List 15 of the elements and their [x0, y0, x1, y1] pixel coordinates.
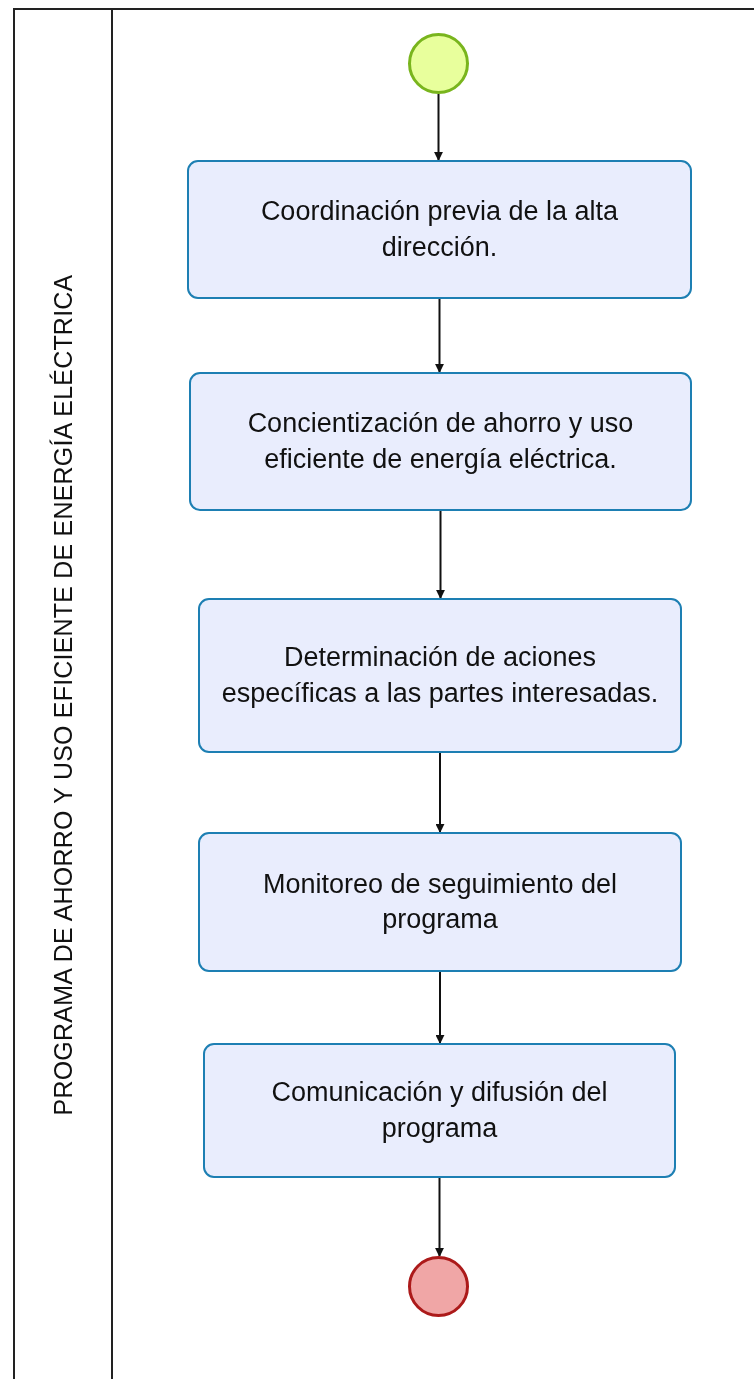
arrow	[435, 752, 445, 833]
process-box: Comunicación y difusión del programa	[203, 1043, 676, 1178]
arrow	[434, 93, 443, 161]
process-box: Monitoreo de seguimiento del programa	[198, 832, 682, 972]
arrow	[435, 298, 444, 373]
arrow	[436, 510, 445, 599]
arrow	[435, 1177, 444, 1257]
end-event-circle	[408, 1256, 469, 1317]
lane-title: PROGRAMA DE AHORRO Y USO EFICIENTE DE ENERGÍA ELÉCTRICA	[48, 273, 78, 1117]
start-event-circle	[408, 33, 469, 94]
arrow	[435, 971, 445, 1044]
swimlane-pool	[13, 8, 754, 1379]
process-box: Determinación de aciones específicas a las partes interesadas.	[198, 598, 682, 753]
process-box: Coordinación previa de la alta dirección.	[187, 160, 692, 299]
process-box: Concientización de ahorro y uso eficiente de energía eléctrica.	[189, 372, 692, 511]
